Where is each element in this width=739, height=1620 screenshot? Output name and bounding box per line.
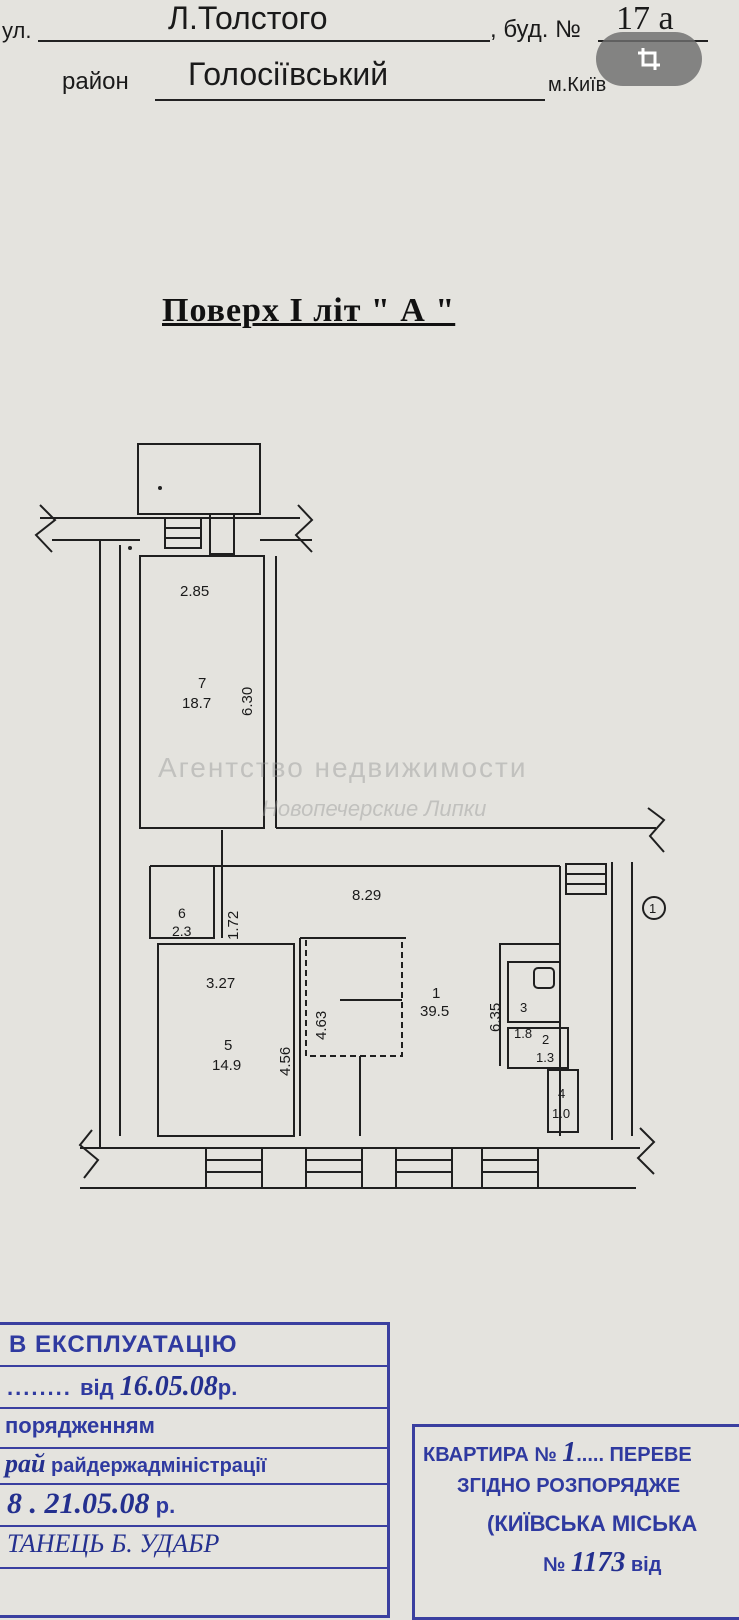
stamp-right-flat: КВАРТИРА № [423, 1444, 557, 1466]
stamp-right-line-4: № 1173 від [543, 1547, 661, 1579]
entrance-marker-number: 1 [649, 901, 656, 916]
room-5-outline [157, 943, 295, 1137]
room-4-number: 4 [558, 1086, 565, 1101]
stamp-left: В ЕКСПЛУАТАЦІЮ ........ від 16.05.08р. п… [0, 1322, 390, 1618]
stamp-left-line-5: 8 . 21.05.08 р. [7, 1487, 175, 1521]
crop-icon [638, 48, 660, 70]
stamp-right-flat-num: 1 [562, 1437, 577, 1468]
dim-463: 4.63 [313, 1011, 330, 1040]
dim-630: 6.30 [239, 687, 256, 716]
stamp-left-line-2: ........ від 16.05.08р. [7, 1371, 238, 1402]
crop-button[interactable] [596, 32, 702, 86]
stamp-right-from: від [630, 1554, 662, 1576]
district-underline [155, 99, 545, 101]
stamp-left-admin: райдержадміністрації [51, 1455, 267, 1477]
window-top-1 [164, 517, 202, 549]
stamp-left-year2: р. [155, 1493, 176, 1518]
room-1-number: 1 [432, 985, 440, 1002]
dim-456: 4.56 [277, 1047, 294, 1076]
room-5-number: 5 [224, 1037, 232, 1054]
dim-285: 2.85 [180, 583, 209, 600]
stamp-left-line-3: порядженням [5, 1413, 155, 1438]
room-1-inner [340, 999, 402, 1136]
district-name: Голосіївський [188, 56, 389, 92]
room-1-dashed [305, 937, 403, 1057]
window-bottom-2 [305, 1147, 363, 1189]
stamp-right-line-3: (КИЇВСЬКА МІСЬКА [487, 1511, 698, 1536]
watermark-line-1: Агентство недвижимости [158, 752, 528, 783]
room-3-outline [507, 961, 561, 1023]
stamp-right-decree-num: 1173 [570, 1547, 626, 1578]
dim-172: 1.72 [225, 911, 242, 940]
break-right-bottom [636, 1127, 656, 1175]
watermark-line-2: Новопечерские Липки [262, 796, 487, 821]
room-5-area: 14.9 [212, 1057, 241, 1074]
street-name: Л.Толстого [168, 0, 328, 36]
entrance-marker-circle [642, 896, 666, 920]
stamp-left-hand-1: рай [5, 1449, 46, 1478]
stamp-left-from: від [80, 1375, 114, 1400]
stamp-left-date1: 16.05.08 [119, 1371, 218, 1402]
room-1-area: 39.5 [420, 1003, 449, 1020]
stamp-right-transfer: ..... ПЕРЕВЕ [576, 1444, 692, 1466]
building-number: 17 а [616, 0, 674, 37]
stamp-right-line-1: КВАРТИРА № 1..... ПЕРЕВЕ [423, 1437, 692, 1469]
room-2-outline [507, 1027, 569, 1069]
room-2-number: 2 [542, 1032, 549, 1047]
stamp-left-date2: 8 . 21.05.08 [7, 1487, 150, 1520]
stamp-left-line-1: В ЕКСПЛУАТАЦІЮ [9, 1331, 238, 1358]
right-outer-wall [611, 862, 633, 1140]
stamp-left-line-4: рай райдержадміністрації [5, 1449, 266, 1479]
room-7-area: 18.7 [182, 695, 211, 712]
break-left-bottom [78, 1129, 100, 1179]
stamp-left-line-6: ТАНЕЦЬ Б. УДАБР [7, 1529, 220, 1558]
stamp-right-no: № [543, 1554, 566, 1576]
window-bottom-1 [205, 1147, 263, 1189]
dim-829: 8.29 [352, 887, 381, 904]
bottom-wall [80, 1147, 640, 1189]
corridor-right-wall [263, 556, 656, 829]
door-top [209, 513, 235, 555]
room-6-area: 2.3 [172, 923, 192, 939]
stamp-left-year1: р. [217, 1375, 238, 1400]
room-3-number: 3 [520, 1000, 527, 1015]
entrance-window [565, 863, 607, 895]
room-4-outline [547, 1069, 579, 1133]
district-prefix: район [62, 68, 129, 95]
annex-box [137, 443, 261, 515]
dim-635: 6.35 [487, 1003, 504, 1032]
break-right-mid [647, 807, 666, 853]
sink-icon [533, 967, 555, 989]
street-prefix: ул. [2, 18, 32, 43]
stamp-right: КВАРТИРА № 1..... ПЕРЕВЕ ЗГІДНО РОЗПОРЯД… [412, 1424, 739, 1620]
room-2-area: 1.3 [536, 1050, 554, 1065]
break-left-top [34, 504, 57, 553]
room-6-box [149, 866, 215, 939]
dim-327: 3.27 [206, 975, 235, 992]
street-underline [38, 40, 490, 42]
window-bottom-3 [395, 1147, 453, 1189]
room-6-number: 6 [178, 905, 186, 921]
city: м.Київ [548, 74, 607, 96]
room-3-area: 1.8 [514, 1026, 532, 1041]
floor-title: Поверх І літ " А " [162, 292, 456, 329]
break-right-top [294, 504, 314, 553]
stamp-right-line-2: ЗГІДНО РОЗПОРЯДЖЕ [457, 1475, 681, 1497]
building-prefix: , буд. № [490, 16, 581, 43]
room-4-area: 1.0 [552, 1106, 570, 1121]
window-bottom-4 [481, 1147, 539, 1189]
left-outer-wall [99, 540, 121, 1148]
room-7-number: 7 [198, 675, 206, 692]
